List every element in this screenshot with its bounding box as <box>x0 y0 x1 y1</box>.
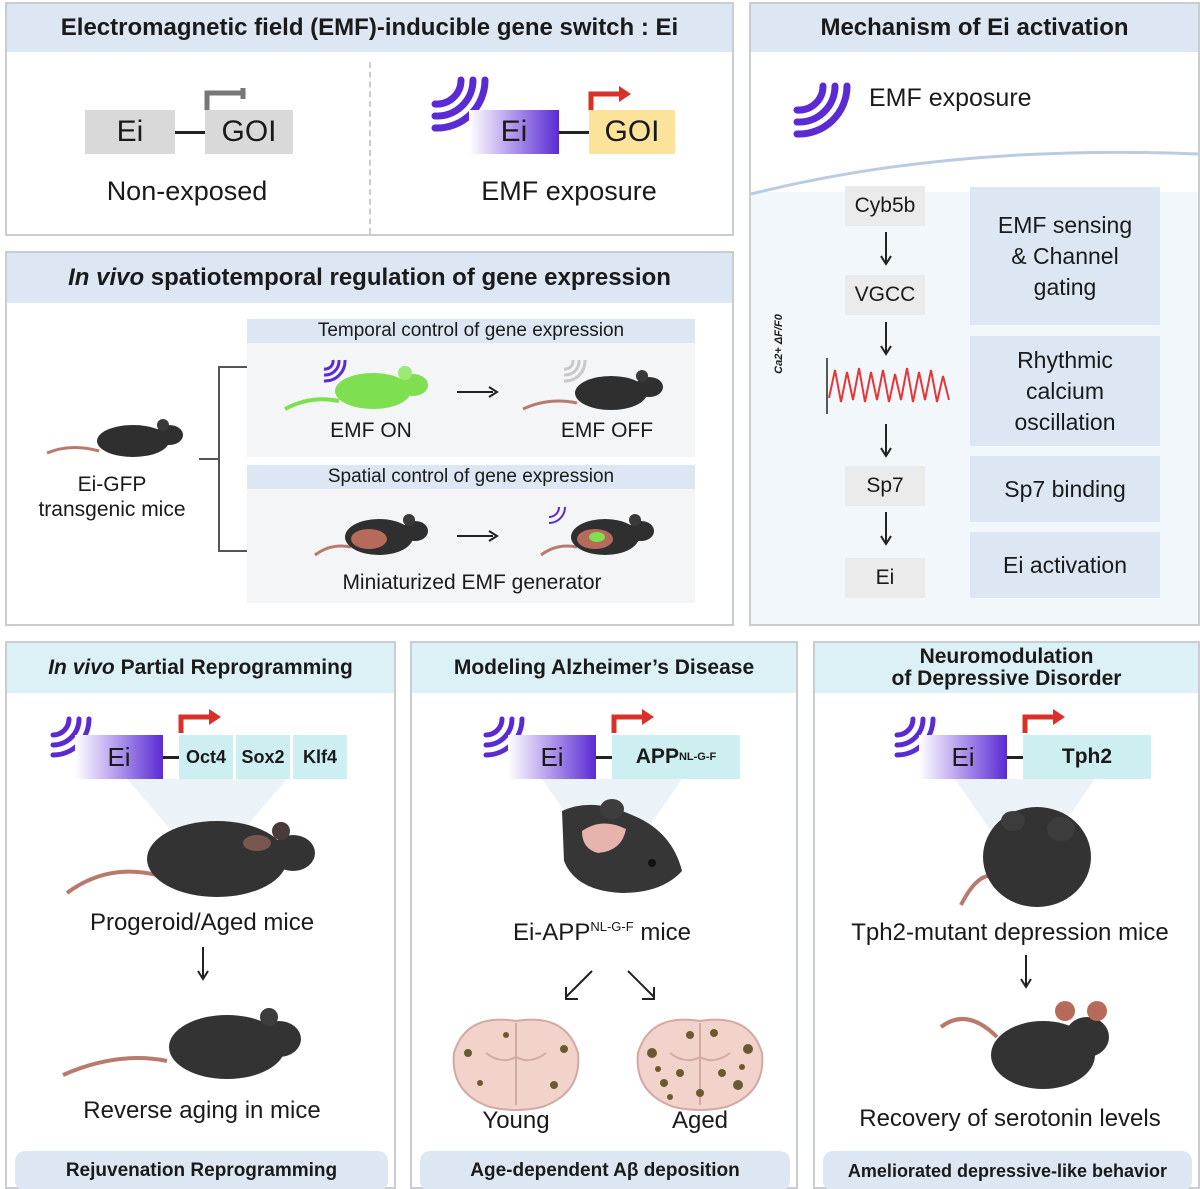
stage-sp7-binding: Sp7 binding <box>970 456 1160 522</box>
spatial-header: Spatial control of gene expression <box>247 465 695 489</box>
panel-in-vivo-title: In vivo spatiotemporal regulation of gen… <box>7 253 732 303</box>
repressed-promoter-icon <box>204 88 246 110</box>
ei-box-off: Ei <box>85 110 175 154</box>
label-emf-exposure: EMF exposure <box>869 84 1032 112</box>
label-young: Young <box>482 1107 550 1134</box>
mouse-anatomy-icon <box>314 514 428 557</box>
emf-generator-mouse-icon <box>540 506 654 557</box>
step-sp7: Sp7 <box>845 466 925 506</box>
mouse-head-icon <box>562 799 682 893</box>
ei-box: Ei <box>919 735 1007 779</box>
goi-box-off: GOI <box>205 110 293 154</box>
gene-klf4: Klf4 <box>293 735 347 779</box>
gene-tph2: Tph2 <box>1023 735 1151 779</box>
panel-mechanism: Mechanism of Ei activation EMF exposure … <box>749 2 1200 626</box>
panel-in-vivo-regulation: In vivo spatiotemporal regulation of gen… <box>5 251 734 626</box>
label-aged-mice: Progeroid/Aged mice <box>89 909 315 936</box>
arrow-down-icon <box>880 424 892 458</box>
label-miniaturized-generator: Miniaturized EMF generator <box>342 571 602 594</box>
active-promoter-arrow-icon <box>588 86 631 110</box>
caption-non-exposed: Non-exposed <box>106 176 268 206</box>
young-mouse-icon <box>62 1008 301 1079</box>
active-promoter-arrow-icon <box>611 709 654 733</box>
panel-reprogramming: In vivo Partial Reprogramming Ei Oct4 So… <box>5 641 396 1189</box>
arrow-down-icon <box>197 947 209 981</box>
arrow-down-icon <box>880 232 892 266</box>
active-promoter-arrow-icon <box>1022 709 1065 733</box>
caption-emf-exposure: EMF exposure <box>481 176 657 206</box>
aged-mouse-icon <box>65 821 315 897</box>
label-tph2-mutant-mice: Tph2-mutant depression mice <box>851 919 1169 946</box>
panel-depression: Neuromodulation of Depressive Disorder E… <box>813 641 1200 1189</box>
recovered-mouse-icon <box>939 1001 1109 1089</box>
linker-line <box>1007 756 1023 759</box>
label-serotonin-recovery: Recovery of serotonin levels <box>859 1105 1161 1132</box>
stage-calcium-oscillation: Rhythmic calcium oscillation <box>970 336 1160 446</box>
linker-line <box>596 756 612 759</box>
active-promoter-arrow-icon <box>178 709 221 733</box>
gene-oct4: Oct4 <box>179 735 233 779</box>
panel-ei-switch-title: Electromagnetic field (EMF)-inducible ge… <box>7 4 732 52</box>
ei-box-on: Ei <box>469 110 559 154</box>
arrow-down-icon <box>880 512 892 546</box>
label-reverse-aging: Reverse aging in mice <box>83 1097 321 1124</box>
brain-aged-icon <box>636 1018 764 1111</box>
label-emf-off: EMF OFF <box>560 419 654 442</box>
panel-reprogramming-title: In vivo Partial Reprogramming <box>7 643 394 693</box>
expression-cone <box>127 779 287 837</box>
arrow-right-icon <box>457 530 499 542</box>
arrow-down-icon <box>1020 955 1032 989</box>
linker-line <box>163 756 179 759</box>
branch-bracket <box>199 366 247 552</box>
goi-box-on: GOI <box>589 110 675 154</box>
emf-waves-off-icon <box>563 359 587 383</box>
label-ei-app-mice: Ei-APPNL-G-F mice <box>512 919 692 946</box>
gene-sox2: Sox2 <box>236 735 290 779</box>
footer-depressive-behavior: Ameliorated depressive-like behavior <box>823 1151 1192 1189</box>
panel-depression-title: Neuromodulation of Depressive Disorder <box>815 643 1198 693</box>
mouse-label-line2: transgenic mice <box>38 498 186 521</box>
ei-box: Ei <box>75 735 163 779</box>
panel-ei-switch: Electromagnetic field (EMF)-inducible ge… <box>5 2 734 236</box>
footer-abeta: Age-dependent Aβ deposition <box>420 1151 790 1189</box>
linker-line <box>559 131 589 134</box>
emf-waves-icon <box>793 82 851 138</box>
step-cyb5b: Cyb5b <box>845 186 925 226</box>
trace-ylabel: Ca2+ ΔF/F0 <box>773 314 785 374</box>
hunched-mouse-icon <box>959 807 1091 907</box>
label-aged: Aged <box>671 1107 729 1134</box>
mouse-icon <box>46 419 183 457</box>
arrow-right-icon <box>457 386 499 398</box>
stage-ei-activation: Ei activation <box>970 532 1160 598</box>
arrow-down-left-icon <box>565 970 593 1000</box>
stage-emf-sensing: EMF sensing & Channel gating <box>970 187 1160 325</box>
step-ei: Ei <box>845 558 925 598</box>
arrow-down-icon <box>880 322 892 356</box>
calcium-oscillation-trace <box>826 358 950 414</box>
ei-box: Ei <box>508 735 596 779</box>
divider <box>369 62 371 234</box>
panel-mechanism-title: Mechanism of Ei activation <box>751 4 1198 52</box>
arrow-down-right-icon <box>627 970 655 1000</box>
panel-alzheimers-title: Modeling Alzheimer’s Disease <box>412 643 796 693</box>
label-emf-on: EMF ON <box>330 419 412 442</box>
mouse-icon <box>522 370 663 411</box>
membrane-curve <box>750 150 1199 196</box>
footer-rejuvenation: Rejuvenation Reprogramming <box>15 1151 388 1189</box>
gfp-mouse-icon <box>284 366 428 411</box>
step-vgcc: VGCC <box>845 275 925 315</box>
mouse-label-line1: Ei-GFP <box>77 473 147 496</box>
temporal-header: Temporal control of gene expression <box>247 319 695 343</box>
brain-young-icon <box>452 1018 580 1111</box>
emf-waves-small-icon <box>323 359 347 383</box>
linker-line <box>175 131 205 134</box>
